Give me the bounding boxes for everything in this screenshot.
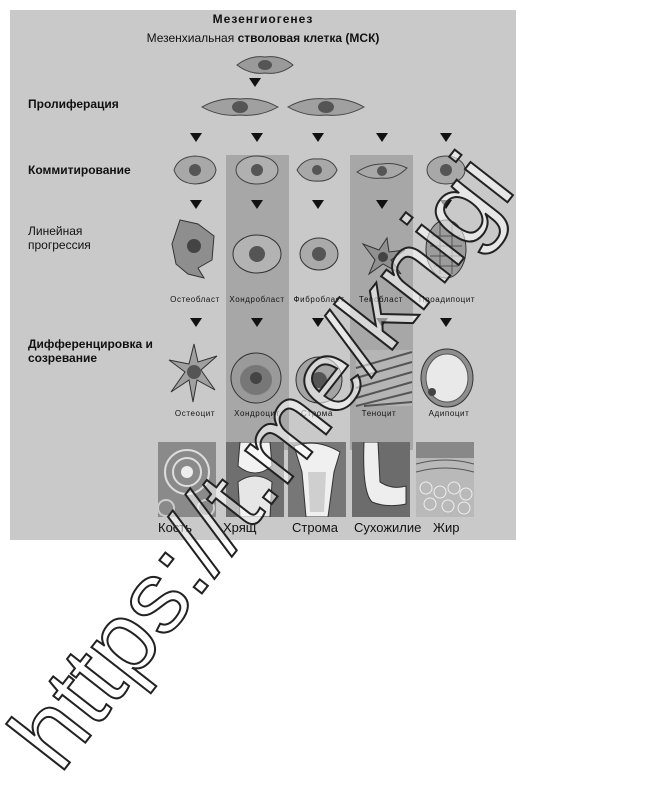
lineage-cell-chondro	[232, 234, 282, 274]
tissue-label-cartilage: Хрящ	[223, 520, 257, 535]
tissue-label-tendon: Сухожилие	[354, 520, 422, 535]
commit-cell-chondro	[235, 155, 279, 185]
lineage-cell-teno	[361, 236, 406, 276]
arrow-col2-row1	[251, 133, 263, 142]
arrow-col3-row1	[312, 133, 324, 142]
mature-label-adipocyte: Адипоцит	[428, 409, 470, 418]
tissue-label-fat: Жир	[433, 520, 460, 535]
progenitor-label-osteo: Остеобласт	[170, 295, 220, 304]
proliferation-cell-left	[200, 98, 280, 116]
lineage-cell-fibro	[299, 237, 339, 271]
lineage-cell-adipo	[425, 219, 467, 279]
arrow-col1-row3	[190, 318, 202, 327]
stage-proliferation: Пролиферация	[28, 97, 119, 111]
progenitor-label-teno: Тенобласт	[358, 295, 404, 304]
tissue-image-tendon	[352, 442, 410, 517]
arrow-col4-row3	[376, 318, 388, 327]
mature-label-chondrocyte: Хондроцит	[234, 409, 280, 418]
diagram-title: Мезенгиогенез	[212, 12, 314, 26]
arrow-msc	[249, 78, 261, 87]
mature-cell-osteocyte	[168, 343, 218, 403]
msc-cell	[236, 56, 294, 74]
arrow-col2-row2	[251, 200, 263, 209]
mature-cell-stroma	[295, 356, 343, 404]
tissue-image-bone	[158, 442, 216, 517]
mature-label-tenocyte: Теноцит	[361, 409, 397, 418]
arrow-col5-row1	[440, 133, 452, 142]
commit-cell-osteo	[173, 155, 217, 185]
arrow-col5-row2	[440, 200, 452, 209]
stage-lineage: Линейная прогрессия	[28, 224, 91, 252]
arrow-col2-row3	[251, 318, 263, 327]
arrow-col1-row1	[190, 133, 202, 142]
tissue-label-bone: Кость	[158, 520, 193, 535]
arrow-col3-row2	[312, 200, 324, 209]
arrow-col1-row2	[190, 200, 202, 209]
mature-cell-tenocyte	[355, 350, 413, 407]
arrow-col4-row1	[376, 133, 388, 142]
progenitor-label-adipo: Проадипоцит	[418, 295, 476, 304]
progenitor-label-chondro: Хондробласт	[229, 295, 285, 304]
subtitle-prefix: Мезенхиальная	[146, 31, 235, 45]
commit-cell-adipo	[426, 155, 466, 185]
arrow-col5-row3	[440, 318, 452, 327]
commit-cell-teno	[356, 163, 408, 179]
stage-differentiation: Дифференцировка и созревание	[28, 337, 153, 365]
mature-cell-chondrocyte	[230, 352, 282, 404]
mature-label-stroma: Строма	[301, 409, 333, 418]
tissue-image-cartilage	[226, 442, 284, 517]
mature-label-osteocyte: Остеоцит	[174, 409, 216, 418]
proliferation-cell-right	[286, 98, 366, 116]
mesengiogenesis-diagram: Мезенгиогенез Мезенхиальная стволовая кл…	[10, 10, 516, 540]
subtitle-bold: стволовая клетка (МСК)	[237, 31, 380, 45]
arrow-col4-row2	[376, 200, 388, 209]
lineage-cell-osteo	[171, 219, 215, 279]
mature-cell-adipocyte	[420, 348, 474, 408]
arrow-col3-row3	[312, 318, 324, 327]
commit-cell-fibro	[296, 158, 338, 182]
stage-commitment: Коммитирование	[28, 163, 131, 177]
progenitor-label-fibro: Фибробласт	[293, 295, 345, 304]
tissue-image-fat	[416, 442, 474, 517]
tissue-image-stroma	[288, 442, 346, 517]
tissue-label-stroma: Строма	[292, 520, 338, 535]
diagram-subtitle: Мезенхиальная стволовая клетка (МСК)	[10, 31, 516, 45]
